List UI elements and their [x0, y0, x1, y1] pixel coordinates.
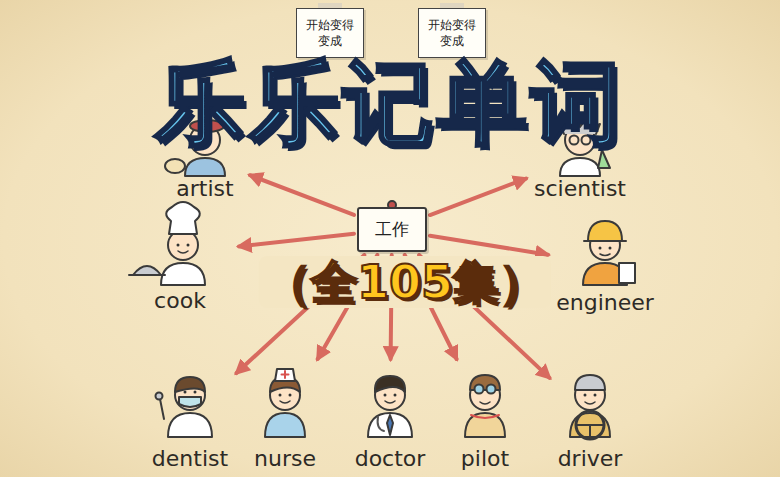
job-word: dentist — [152, 448, 228, 470]
job-word: engineer — [556, 292, 654, 314]
job-word: pilot — [461, 448, 509, 470]
job-figure: dentist — [147, 362, 234, 470]
arrow-connector — [430, 179, 526, 216]
job-figure: driver — [553, 362, 628, 470]
note-text: 开始变得 变成 — [302, 17, 358, 49]
job-figure: pilot — [455, 362, 515, 470]
job-figure: engineer — [551, 214, 659, 314]
job-figure: doctor — [350, 362, 431, 470]
title-text: 乐乐记单词 — [0, 58, 780, 148]
episode-count: （全105集） — [259, 256, 551, 308]
note-text: 开始变得 变成 — [424, 17, 480, 49]
topic-word: 工作 — [375, 218, 409, 241]
arrow-connector — [239, 234, 354, 247]
job-figure: nurse — [249, 362, 321, 470]
job-word: nurse — [254, 448, 316, 470]
arrow-connector — [430, 236, 548, 255]
job-word: driver — [558, 448, 623, 470]
job-word: artist — [176, 178, 233, 200]
topic-sign: 工作 — [357, 207, 427, 252]
job-word: cook — [154, 290, 206, 312]
job-word: doctor — [355, 448, 426, 470]
arrow-connector — [250, 175, 354, 215]
sticky-note: 开始变得 变成 — [418, 8, 486, 58]
sticky-note: 开始变得 变成 — [296, 8, 364, 58]
job-word: scientist — [534, 178, 626, 200]
job-figure: cook — [124, 194, 236, 312]
